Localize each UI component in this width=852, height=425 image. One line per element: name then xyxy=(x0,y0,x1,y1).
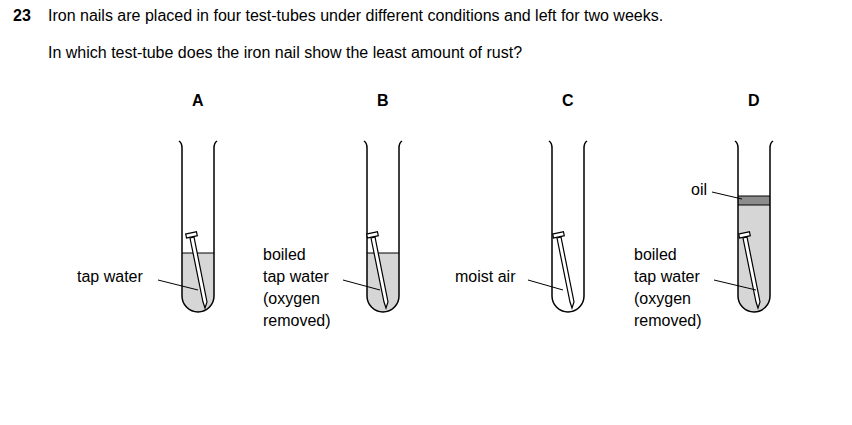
part-label: boiled tap water (oxygen removed) xyxy=(263,244,331,332)
iron-nail xyxy=(186,232,207,308)
leader-line xyxy=(714,280,756,290)
part-label: tap water xyxy=(77,266,143,288)
part-label: boiled tap water (oxygen removed) xyxy=(634,244,702,332)
option-letter: C xyxy=(562,90,574,112)
leader-line xyxy=(343,280,380,290)
option-letter: A xyxy=(192,90,204,112)
leader-line xyxy=(712,192,742,199)
boiled-water xyxy=(738,205,770,312)
option-letter: D xyxy=(748,90,760,112)
question-number: 23 xyxy=(13,5,31,27)
part-label: oil xyxy=(691,179,707,201)
test-tube xyxy=(549,141,587,312)
option-letter: B xyxy=(377,90,389,112)
question-text: In which test-tube does the iron nail sh… xyxy=(48,42,522,64)
iron-nail xyxy=(739,232,760,308)
leader-line xyxy=(158,280,198,290)
part-label: moist air xyxy=(455,266,515,288)
iron-nail xyxy=(367,232,388,308)
oil-layer xyxy=(738,196,770,205)
iron-nail xyxy=(553,232,574,308)
question-text: Iron nails are placed in four test-tubes… xyxy=(48,5,663,27)
leader-line xyxy=(528,280,563,290)
test-tube xyxy=(364,141,402,312)
